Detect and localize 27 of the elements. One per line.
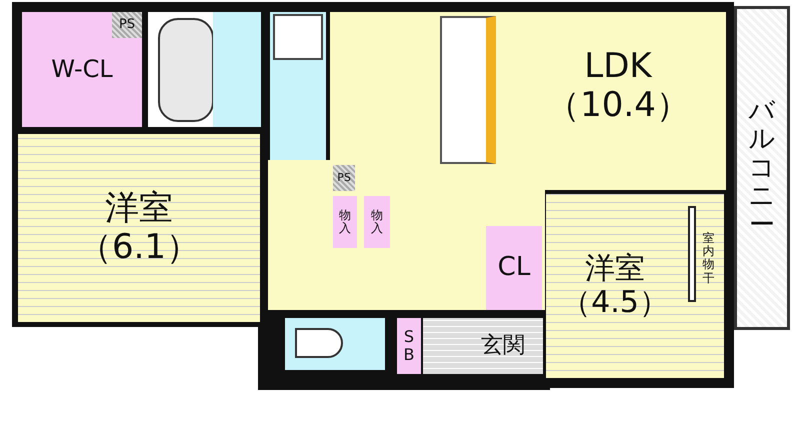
room-label: SB (402, 328, 416, 364)
room-label: 洋室 (585, 252, 645, 286)
room-label: 玄関 (481, 333, 525, 359)
note-label: 室内物干 (702, 232, 715, 285)
entrance-hall (423, 318, 543, 374)
storage-closet (333, 196, 357, 248)
room-area-label: （4.5） (561, 286, 669, 320)
room-area-label: （6.1） (78, 228, 200, 268)
room-label: 物入 (338, 208, 352, 236)
room-label: PS (337, 172, 351, 184)
room-label: 洋室 (105, 188, 173, 228)
room-label: PS (118, 18, 136, 32)
bedroom (18, 134, 260, 322)
closet-room (22, 12, 142, 127)
shaft-space (333, 165, 355, 191)
closet-room (486, 226, 542, 310)
room-label: バルコニー (748, 96, 776, 240)
room-area-label: （10.4） (546, 86, 690, 126)
room-label: CL (498, 253, 530, 283)
room-label: W-CL (51, 56, 113, 84)
storage-closet (364, 196, 390, 248)
shaft-space (112, 12, 142, 38)
room-label: 物入 (370, 208, 384, 236)
shoe-box (397, 318, 421, 374)
bedroom (546, 194, 724, 378)
room-label: LDK (584, 46, 652, 86)
balcony (734, 6, 790, 330)
